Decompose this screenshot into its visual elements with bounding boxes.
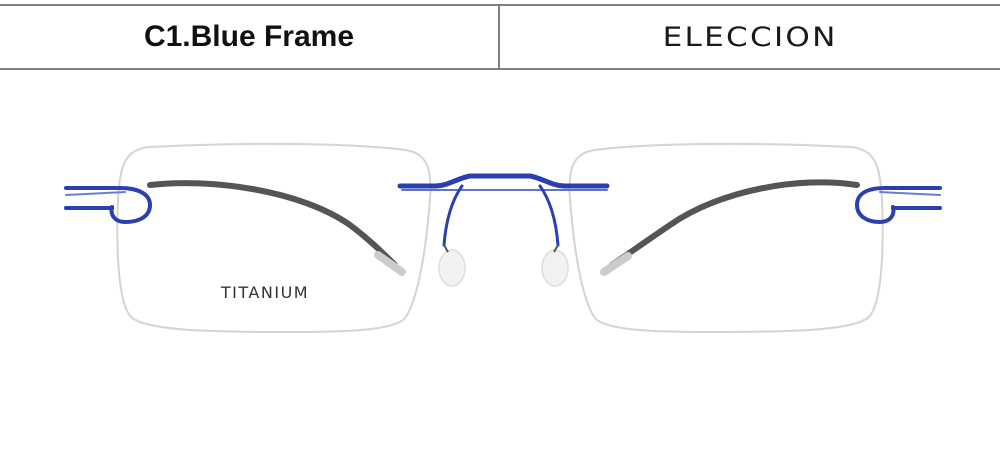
material-label: TITANIUM (220, 283, 309, 302)
right-hinge (854, 186, 942, 225)
right-lens (568, 142, 884, 334)
left-temple (147, 180, 406, 276)
right-temple (600, 179, 860, 276)
variant-title: C1.Blue Frame (143, 20, 355, 53)
brand-logo: ELECCION (662, 21, 838, 53)
left-lens (116, 142, 432, 334)
header-table: C1.Blue Frame ELECCION (0, 4, 1000, 70)
variant-cell: C1.Blue Frame (0, 6, 500, 68)
eyeglasses-image: TITANIUM (64, 142, 942, 334)
left-hinge (64, 186, 153, 225)
nose-pads (438, 244, 569, 287)
brand-cell: ELECCION (500, 6, 1000, 68)
bridge (397, 173, 610, 247)
